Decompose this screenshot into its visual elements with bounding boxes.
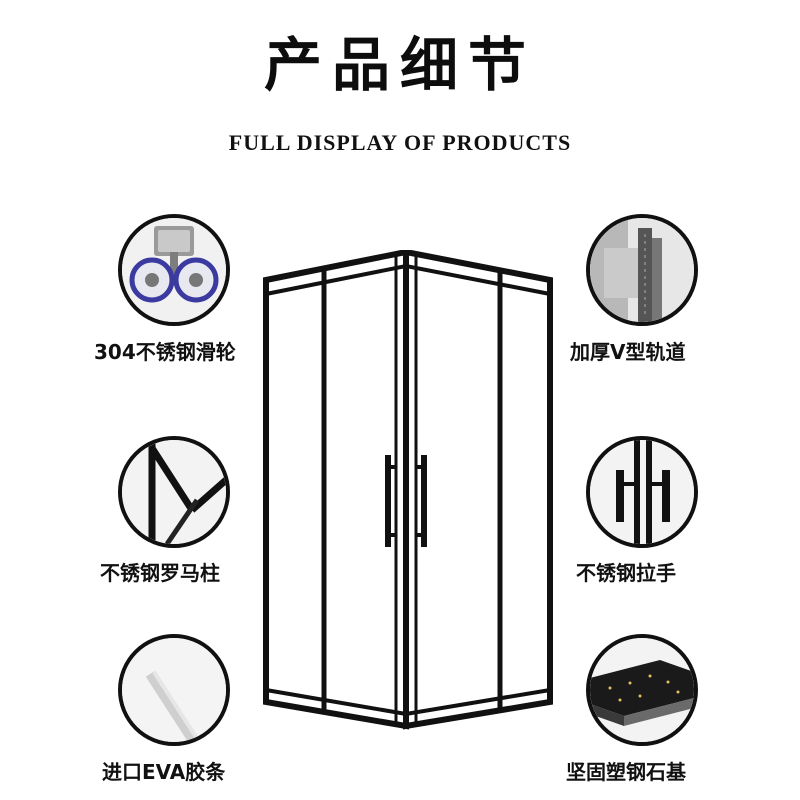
roman-column-icon [118, 436, 230, 548]
page-subtitle: FULL DISPLAY OF PRODUCTS [228, 130, 572, 155]
v-track-icon [586, 214, 698, 326]
feature-label: 进口EVA胶条 [102, 760, 226, 784]
feature-label: 加厚V型轨道 [570, 340, 686, 364]
handle-icon [586, 436, 698, 548]
feature-label: 坚固塑钢石基 [566, 760, 686, 784]
page-title: 产品细节 [263, 31, 536, 99]
stone-base-icon [586, 634, 698, 746]
feature-label: 304不锈钢滑轮 [94, 340, 236, 364]
feature-label: 不锈钢拉手 [576, 561, 676, 585]
pulley-wheel-icon [118, 214, 230, 326]
feature-label: 不锈钢罗马柱 [100, 561, 220, 585]
eva-seal-strip-icon [118, 634, 230, 746]
shower-enclosure-image [258, 248, 558, 734]
